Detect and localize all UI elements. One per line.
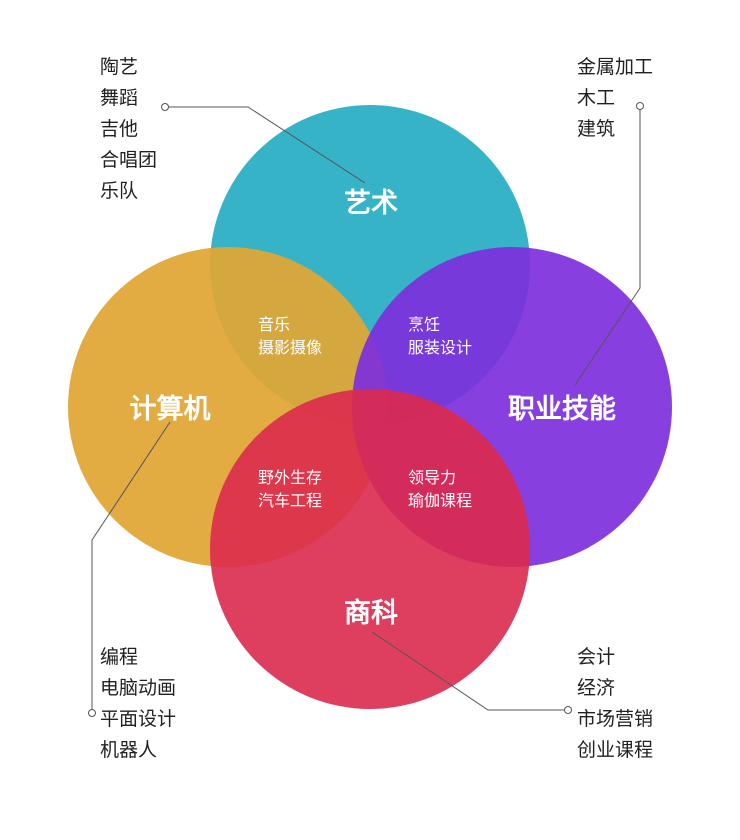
overlap-arts-vocational-item: 服装设计	[408, 338, 472, 357]
overlap-vocational-business-item: 领导力	[408, 468, 456, 487]
label-computer: 计算机	[130, 393, 211, 425]
connector-business-dot	[564, 706, 572, 714]
overlap-arts-computer-item: 摄影摄像	[258, 338, 322, 357]
overlap-arts-computer-item: 音乐	[258, 315, 290, 334]
list-item: 创业课程	[577, 739, 654, 761]
connector-arts-dot	[161, 103, 169, 111]
list-item: 陶艺	[100, 56, 139, 78]
list-item: 平面设计	[100, 708, 177, 730]
list-item: 机器人	[100, 739, 158, 761]
overlap-computer-business-item: 野外生存	[258, 468, 322, 487]
overlap-computer-business-item: 汽车工程	[258, 491, 322, 510]
list-item: 金属加工	[577, 56, 654, 78]
list-vocational: 金属加工 木工 建筑	[577, 52, 653, 145]
overlap-vocational-business-item: 瑜伽课程	[408, 491, 472, 510]
overlap-arts-vocational-item: 烹饪	[408, 315, 440, 334]
connector-computer	[91, 421, 171, 713]
label-arts: 艺术	[344, 188, 398, 219]
connector-vocational	[574, 106, 641, 386]
list-item: 市场营销	[577, 708, 654, 730]
list-item: 编程	[100, 646, 139, 668]
list-item: 合唱团	[100, 149, 158, 171]
label-vocational: 职业技能	[508, 393, 616, 425]
connector-computer-dot	[88, 709, 96, 717]
list-item: 建筑	[577, 118, 616, 140]
list-item: 舞蹈	[100, 87, 139, 109]
connector-vocational-dot	[636, 102, 644, 110]
circle-business	[210, 389, 530, 709]
list-item: 吉他	[100, 118, 139, 140]
label-business: 商科	[344, 598, 398, 629]
list-item: 会计	[577, 646, 616, 668]
list-business: 会计 经济 市场营销 创业课程	[577, 642, 653, 766]
connector-arts	[165, 106, 366, 184]
list-item: 木工	[577, 87, 616, 109]
list-arts: 陶艺 舞蹈 吉他 合唱团 乐队	[100, 52, 157, 207]
list-computer: 编程 电脑动画 平面设计 机器人	[100, 642, 176, 766]
list-item: 乐队	[100, 180, 139, 202]
list-item: 电脑动画	[100, 677, 177, 699]
list-item: 经济	[577, 677, 616, 699]
connector-business	[371, 631, 568, 711]
